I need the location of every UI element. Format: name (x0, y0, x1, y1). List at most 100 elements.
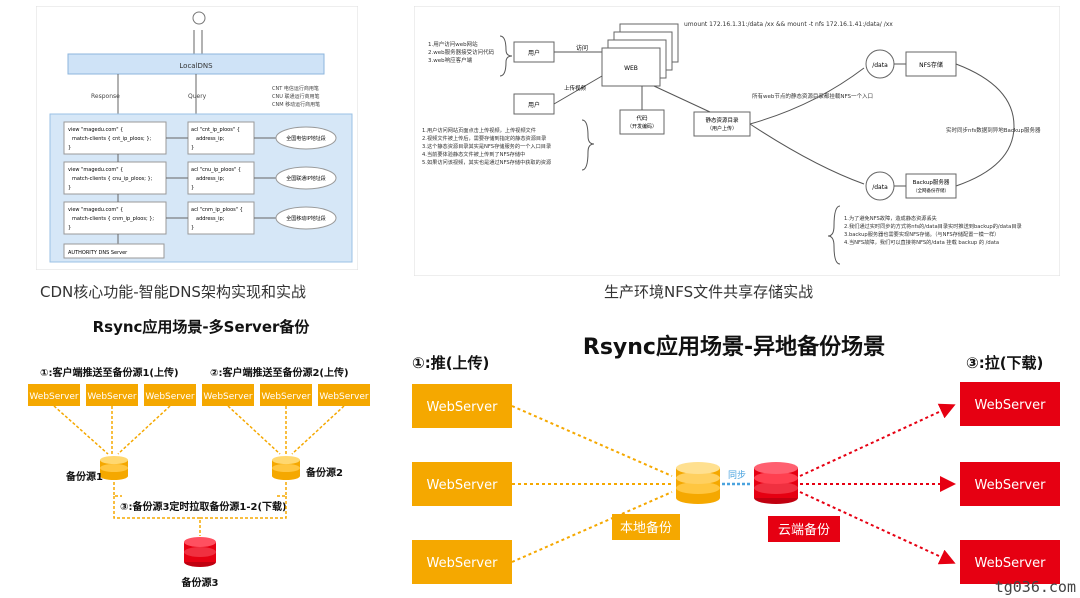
svg-text:}: } (68, 185, 71, 191)
backup-src3-label: 备份源3 (181, 576, 219, 589)
svg-text:WebServer: WebServer (975, 398, 1047, 413)
svg-text:全国移动IP地址段: 全国移动IP地址段 (286, 215, 326, 222)
svg-text:match-clients { cnu_ip_ploos;: match-clients { cnu_ip_ploos; }; (72, 176, 153, 182)
svg-text:3.backup服务器也需要实现NFS存储。（与NFS存储配: 3.backup服务器也需要实现NFS存储。（与NFS存储配置一模一样） (844, 230, 999, 238)
svg-text:/data: /data (872, 184, 888, 191)
svg-text:/data: /data (872, 62, 888, 69)
svg-text:}: } (68, 145, 71, 151)
view-row-0: view "magedu.com" { match-clients { cnt_… (63, 121, 337, 155)
svg-text:acl "cnu_ip_ploos" {: acl "cnu_ip_ploos" { (191, 167, 241, 173)
svg-text:1.用户访问web网站: 1.用户访问web网站 (428, 40, 478, 48)
cloud-backup-icon (754, 462, 798, 504)
caption-nfs: 生产环境NFS文件共享存储实战 (604, 283, 814, 301)
backup-src3-icon (184, 537, 216, 567)
nfs-command: umount 172.16.1.31:/data /xx && mount -t… (684, 21, 893, 28)
svg-text:WebServer: WebServer (87, 392, 136, 402)
rsync-remote-diagram: Rsync应用场景-异地备份场景 ①:推(上传) ③:拉(下载) WebServ… (412, 334, 1060, 584)
push-label-1: ①:客户端推送至备份源1(上传) (40, 366, 179, 379)
cdn-legend-0: CNT 电信运行商用笔 (272, 85, 319, 92)
svg-text:静态资源目录: 静态资源目录 (705, 116, 739, 124)
rsync-multi-diagram: Rsync应用场景-多Server备份 ①:客户端推送至备份源1(上传) ②:客… (28, 318, 370, 589)
backup-src1-label: 备份源1 (65, 470, 103, 483)
svg-text:WebServer: WebServer (29, 392, 78, 402)
cdn-panel: LocalDNS Response Query CNT 电信运行商用笔 CNU … (35, 5, 359, 271)
svg-text:用户: 用户 (528, 49, 540, 57)
svg-text:2.视频文件被上传后，需要存储到指定的静态资源目录: 2.视频文件被上传后，需要存储到指定的静态资源目录 (422, 134, 546, 142)
backup-src2-label: 备份源2 (305, 466, 343, 479)
local-backup-icon (676, 462, 720, 504)
watermark: tg036.com (994, 578, 1076, 596)
svg-text:实时同步nfs数据到异地Backup服务器: 实时同步nfs数据到异地Backup服务器 (946, 126, 1041, 134)
cdn-legend-1: CNU 联通运行商用笔 (272, 93, 319, 100)
view-row-2: view "magedu.com" { match-clients { cnm_… (63, 201, 337, 235)
view-row-1: view "magedu.com" { match-clients { cnu_… (63, 161, 337, 195)
svg-text:WebServer: WebServer (975, 478, 1047, 493)
authority-label: AUTHORITY DNS Server (68, 250, 128, 256)
rsync-remote-title: Rsync应用场景-异地备份场景 (583, 334, 885, 360)
svg-text:match-clients { cnt_ip_ploos;: match-clients { cnt_ip_ploos; }; (72, 136, 151, 142)
left-servers: WebServer WebServer WebServer (412, 384, 512, 584)
server-group-left: WebServer WebServer WebServer (28, 384, 196, 406)
svg-text:全国联通IP地址段: 全国联通IP地址段 (286, 175, 326, 182)
svg-text:1.用户访问网站页面点击上传视频，上传视频文件: 1.用户访问网站页面点击上传视频，上传视频文件 (422, 126, 536, 134)
svg-text:WebServer: WebServer (427, 478, 499, 493)
svg-text:WebServer: WebServer (203, 392, 252, 402)
svg-text:view "magedu.com" {: view "magedu.com" { (68, 207, 123, 213)
svg-text:WebServer: WebServer (319, 392, 368, 402)
svg-text:1.为了避免NFS故障，造成静态资源丢失: 1.为了避免NFS故障，造成静态资源丢失 (844, 214, 938, 222)
rsync-remote-panel: Rsync应用场景-异地备份场景 ①:推(上传) ③:拉(下载) WebServ… (404, 318, 1068, 594)
svg-text:WebServer: WebServer (427, 556, 499, 571)
push-title: ①:推(上传) (412, 354, 489, 372)
svg-text:Backup服务器: Backup服务器 (913, 178, 950, 186)
svg-text:代码: 代码 (636, 114, 648, 122)
cdn-legend-2: CNM 移动运行商用笔 (272, 101, 320, 108)
pull-title: ③:拉(下载) (966, 354, 1043, 372)
nfs-diagram: umount 172.16.1.31:/data /xx && mount -t… (413, 5, 1061, 277)
cloud-backup-label: 云端备份 (778, 522, 830, 538)
user-icon (192, 11, 206, 25)
svg-text:所有web节点的静态资源目录都挂载NFS一个入口: 所有web节点的静态资源目录都挂载NFS一个入口 (752, 92, 873, 100)
svg-text:match-clients { cnm_ip_ploos;: match-clients { cnm_ip_ploos; }; (72, 216, 154, 222)
svg-text:4.当NFS故障，我们可以直接将NFS的/data 挂载: 4.当NFS故障，我们可以直接将NFS的/data 挂载 backup 的 /d… (844, 238, 999, 246)
sync-label: 同步 (728, 470, 746, 481)
web-label: WEB (624, 65, 638, 72)
backup-src2-icon (272, 456, 300, 480)
svg-text:（用户上传）: （用户上传） (707, 125, 737, 132)
svg-text:用户: 用户 (528, 101, 540, 109)
cdn-diagram: LocalDNS Response Query CNT 电信运行商用笔 CNU … (35, 5, 359, 271)
svg-text:全国电信IP地址段: 全国电信IP地址段 (286, 135, 326, 142)
svg-text:view "magedu.com" {: view "magedu.com" { (68, 127, 123, 133)
localdns-label: LocalDNS (179, 62, 213, 70)
svg-text:}: } (191, 185, 194, 191)
svg-text:address_ip;: address_ip; (196, 176, 225, 182)
svg-text:WebServer: WebServer (145, 392, 194, 402)
local-backup-label: 本地备份 (620, 520, 672, 536)
svg-text:WebServer: WebServer (261, 392, 310, 402)
svg-text:}: } (191, 145, 194, 151)
svg-text:NFS存储: NFS存储 (919, 61, 943, 69)
rsync-multi-panel: Rsync应用场景-多Server备份 ①:客户端推送至备份源1(上传) ②:客… (22, 310, 380, 594)
pull-label: ③:备份源3定时拉取备份源1-2(下载) (120, 500, 287, 513)
nfs-panel: umount 172.16.1.31:/data /xx && mount -t… (413, 5, 1061, 277)
svg-text:访问: 访问 (576, 44, 588, 52)
svg-text:acl "cnt_ip_ploos" {: acl "cnt_ip_ploos" { (191, 127, 240, 133)
svg-text:}: } (191, 225, 194, 231)
svg-text:2.我们通过实时同步的方式将nfs的/data目录实时推送到: 2.我们通过实时同步的方式将nfs的/data目录实时推送到backup的/da… (844, 222, 1022, 230)
svg-text:acl "cnm_ip_ploos" {: acl "cnm_ip_ploos" { (191, 207, 243, 213)
server-group-right: WebServer WebServer WebServer (202, 384, 370, 406)
svg-text:4.当前要体验静态文件被上传到了NFS存储中: 4.当前要体验静态文件被上传到了NFS存储中 (422, 150, 525, 158)
svg-text:（开发编码）: （开发编码） (627, 123, 657, 130)
svg-text:WebServer: WebServer (975, 556, 1047, 571)
rsync-multi-title: Rsync应用场景-多Server备份 (93, 318, 311, 336)
query-label: Query (188, 93, 207, 100)
caption-cdn: CDN核心功能-智能DNS架构实现和实战 (40, 283, 306, 301)
svg-text:3.web响应客户端: 3.web响应客户端 (428, 56, 473, 64)
svg-text:view "magedu.com" {: view "magedu.com" { (68, 167, 123, 173)
svg-text:2.web服务器接受访问代码: 2.web服务器接受访问代码 (428, 48, 495, 56)
svg-text:}: } (68, 225, 71, 231)
svg-text:address_ip;: address_ip; (196, 136, 225, 142)
response-label: Response (91, 93, 120, 100)
right-servers: WebServer WebServer WebServer (960, 382, 1060, 584)
svg-text:5.如果访问该视频，其实也是通过NFS存储中获取的资源: 5.如果访问该视频，其实也是通过NFS存储中获取的资源 (422, 158, 552, 166)
push-label-2: ②:客户端推送至备份源2(上传) (210, 366, 349, 379)
